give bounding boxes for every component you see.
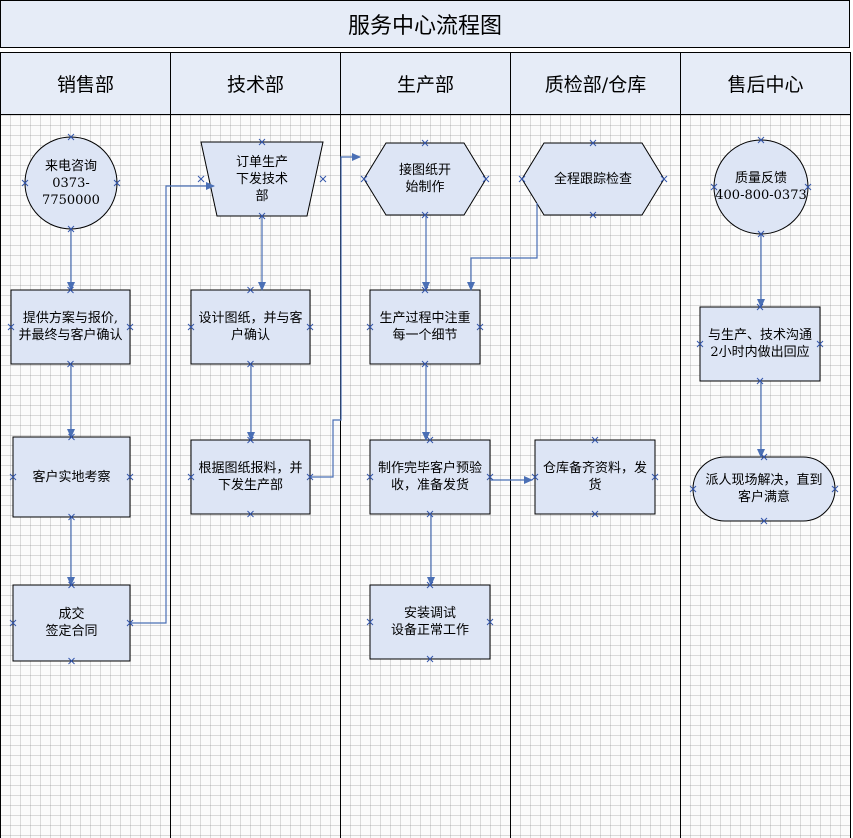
connection-point	[9, 473, 17, 481]
diagram-title: 服务中心流程图	[0, 0, 850, 48]
lane-divider	[850, 115, 851, 838]
connection-point	[816, 340, 824, 348]
node-material	[190, 439, 311, 515]
lane-header-sales: 销售部	[0, 52, 171, 115]
node-order	[200, 141, 324, 217]
connection-point	[197, 175, 205, 183]
connection-point	[710, 183, 718, 191]
lane-divider	[170, 115, 171, 838]
node-proposal	[10, 289, 131, 365]
connection-point	[426, 581, 434, 589]
flow-connector	[310, 153, 361, 478]
connection-point	[68, 657, 75, 665]
connection-point	[67, 286, 74, 294]
connection-point	[258, 212, 266, 220]
connection-point	[757, 230, 765, 238]
connection-point	[421, 211, 429, 219]
node-track	[521, 142, 665, 216]
connection-point	[247, 360, 254, 368]
connection-point	[247, 436, 254, 444]
connection-point	[760, 517, 768, 525]
connection-point	[366, 323, 374, 331]
connection-point	[68, 513, 75, 521]
connection-point	[518, 175, 526, 183]
connection-point	[591, 436, 599, 444]
connection-point	[589, 139, 597, 147]
connection-point	[21, 179, 29, 187]
connection-point	[126, 619, 134, 627]
connection-point	[306, 473, 314, 481]
lane-divider	[340, 115, 341, 838]
connection-point	[306, 323, 314, 331]
connection-point	[126, 323, 134, 331]
connection-point	[804, 183, 812, 191]
connection-point	[258, 138, 266, 146]
connection-point	[360, 175, 368, 183]
connection-point	[421, 360, 429, 368]
connection-point	[126, 473, 134, 481]
connection-point	[756, 303, 764, 311]
connection-point	[366, 473, 374, 481]
connection-point	[757, 136, 765, 144]
connection-point	[426, 510, 434, 518]
lane-divider	[0, 115, 1, 838]
connection-point	[187, 323, 195, 331]
connection-point	[247, 286, 254, 294]
connection-point	[67, 225, 75, 233]
node-accept	[369, 439, 491, 515]
connection-point	[366, 618, 374, 626]
connection-point	[760, 453, 768, 461]
connection-point	[68, 581, 75, 589]
node-ship	[534, 439, 656, 515]
connection-point	[482, 175, 490, 183]
connection-point	[486, 618, 494, 626]
connection-point	[591, 510, 599, 518]
connection-point	[696, 340, 704, 348]
lane-header-qc-warehouse: 质检部/仓库	[510, 52, 681, 115]
connection-point	[756, 377, 764, 385]
connection-point	[7, 323, 15, 331]
node-solve	[692, 456, 836, 522]
node-feedback	[713, 139, 809, 235]
connection-point	[486, 473, 494, 481]
connection-point	[67, 133, 75, 141]
connection-point	[421, 286, 429, 294]
connection-point	[589, 211, 597, 219]
node-install	[369, 584, 491, 660]
connection-point	[689, 485, 697, 493]
connection-point	[68, 433, 75, 441]
node-detail	[369, 289, 481, 365]
lane-divider	[510, 115, 511, 838]
connection-point	[660, 175, 668, 183]
connection-point	[426, 655, 434, 663]
node-start	[363, 142, 487, 216]
connection-point	[187, 473, 195, 481]
lane-divider	[680, 115, 681, 838]
node-comm	[699, 306, 821, 382]
flow-connector	[467, 203, 538, 291]
connection-point	[531, 473, 539, 481]
connection-point	[476, 323, 484, 331]
connection-point	[421, 139, 429, 147]
node-call	[24, 136, 118, 230]
connection-point	[319, 175, 327, 183]
connection-point	[426, 436, 434, 444]
lane-header-after-sales: 售后中心	[680, 52, 851, 115]
connection-point	[247, 510, 254, 518]
connection-point	[831, 485, 839, 493]
lane-header-production: 生产部	[340, 52, 511, 115]
node-deal	[12, 584, 131, 662]
connection-point	[651, 473, 659, 481]
flow-connector	[130, 182, 215, 624]
node-inspect	[12, 436, 131, 518]
connection-point	[9, 619, 17, 627]
connection-point	[113, 179, 121, 187]
connection-point	[67, 360, 74, 368]
node-design	[190, 289, 311, 365]
